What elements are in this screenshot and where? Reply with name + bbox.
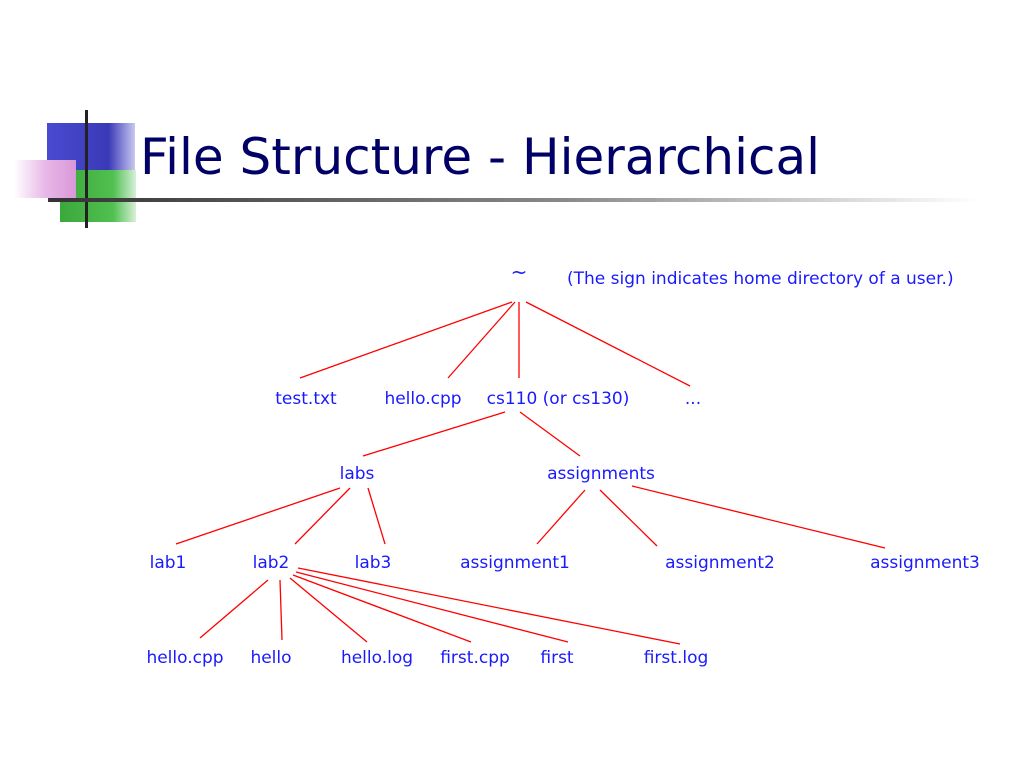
edge-labs-lab2	[294, 487, 351, 545]
edge-root-hello-cpp	[447, 301, 516, 379]
edge-assignments-assignment2	[599, 489, 658, 547]
slide-title: File Structure - Hierarchical	[140, 128, 820, 186]
title-underline	[48, 198, 978, 202]
edge-cs110-labs	[362, 411, 506, 457]
tree-nodes: ~ (The sign indicates home directory of …	[146, 260, 979, 668]
node-lab2-first-cpp: first.cpp	[440, 648, 510, 668]
node-ellipsis: ...	[685, 389, 701, 409]
edge-lab2-hello-cpp	[199, 579, 269, 639]
node-hello-cpp: hello.cpp	[384, 389, 461, 409]
edge-lab2-first-log	[297, 567, 681, 645]
node-lab2-first: first	[540, 648, 574, 668]
node-lab2-hello-cpp: hello.cpp	[146, 648, 223, 668]
root-annotation: (The sign indicates home directory of a …	[567, 269, 954, 289]
node-lab2-hello-log: hello.log	[341, 648, 413, 668]
edge-lab2-hello	[279, 579, 283, 641]
edge-cs110-assignments	[519, 411, 581, 457]
node-assignments: assignments	[547, 464, 655, 484]
edge-assignments-assignment1	[536, 489, 586, 545]
edge-lab2-hello-log	[289, 577, 368, 643]
edge-lab2-first	[295, 571, 569, 643]
decor-pink-square	[14, 160, 76, 198]
node-assignment1: assignment1	[460, 553, 570, 573]
node-labs: labs	[340, 464, 375, 484]
node-lab2-first-log: first.log	[644, 648, 709, 668]
node-cs110: cs110 (or cs130)	[487, 389, 630, 409]
edge-assignments-assignment3	[631, 485, 886, 549]
node-lab2-hello: hello	[250, 648, 291, 668]
decor-vertical-line	[85, 110, 88, 228]
title-decoration	[14, 110, 978, 228]
node-lab1: lab1	[150, 553, 187, 573]
edge-labs-lab1	[175, 487, 341, 545]
edge-root-test-txt	[299, 301, 513, 379]
edge-labs-lab3	[367, 487, 386, 545]
node-assignment3: assignment3	[870, 553, 980, 573]
edge-root-ellipsis	[525, 301, 691, 387]
node-test-txt: test.txt	[275, 389, 337, 409]
edge-lab2-first-cpp	[292, 574, 472, 643]
node-root: ~	[511, 260, 528, 284]
tree-edges	[175, 301, 886, 645]
node-lab3: lab3	[355, 553, 392, 573]
node-lab2: lab2	[253, 553, 290, 573]
node-assignment2: assignment2	[665, 553, 775, 573]
